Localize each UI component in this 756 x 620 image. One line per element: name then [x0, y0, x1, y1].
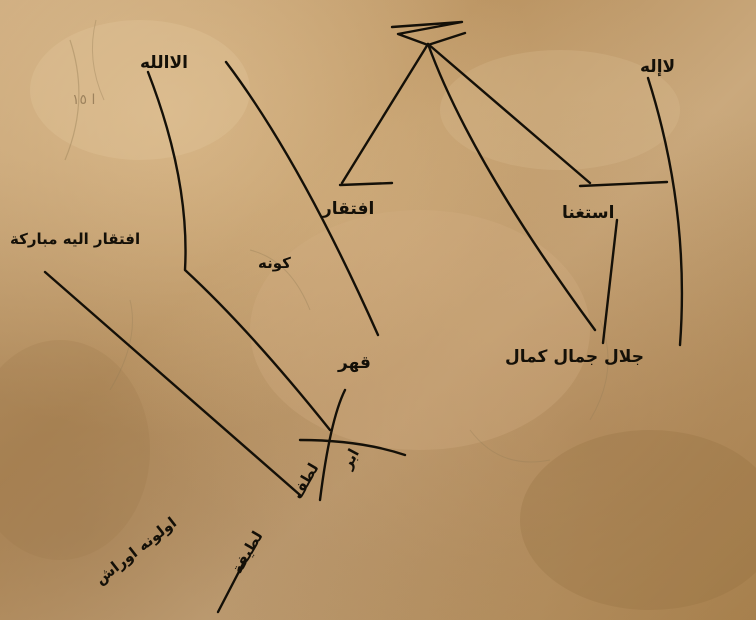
line-right-la-ilaha-down: [648, 78, 682, 345]
label-mubarak-phrase: افتقار اليه مبارکة: [10, 230, 140, 248]
ishtighna-underline: [580, 182, 667, 186]
label-abr-phrase: ابر: [337, 446, 363, 473]
line-qahr-to-abr: [320, 390, 345, 500]
iftiqar-underline: [340, 183, 392, 185]
label-kuntu: کونه: [258, 254, 291, 272]
label-bottom-phrase: اولونه اوراش: [91, 513, 180, 588]
crossed-lam-alif-mark: [392, 22, 465, 45]
label-bottom-right: لطيفة: [228, 528, 267, 577]
line-right-to-ishtighna: [428, 44, 590, 183]
label-jalal-jamal-kamal: جلال جمال کمال: [505, 347, 644, 367]
label-lutf-phrase: لطف: [288, 460, 323, 502]
label-iftiqar: افتقار: [321, 199, 374, 219]
label-illa-allah-left: الاالله: [140, 53, 188, 73]
line-left-to-jalal: [428, 44, 595, 330]
label-la-ilaha-right: لاإله: [640, 57, 675, 77]
line-illa-allah-left-down: [148, 72, 330, 430]
line-from-ishtighna-down: [603, 220, 617, 343]
label-ishtighna: استغنا: [562, 203, 614, 223]
line-from-mubarak-down: [45, 272, 300, 495]
line-left-to-iftiqar: [342, 44, 428, 183]
label-qahr: قهر: [337, 353, 371, 373]
